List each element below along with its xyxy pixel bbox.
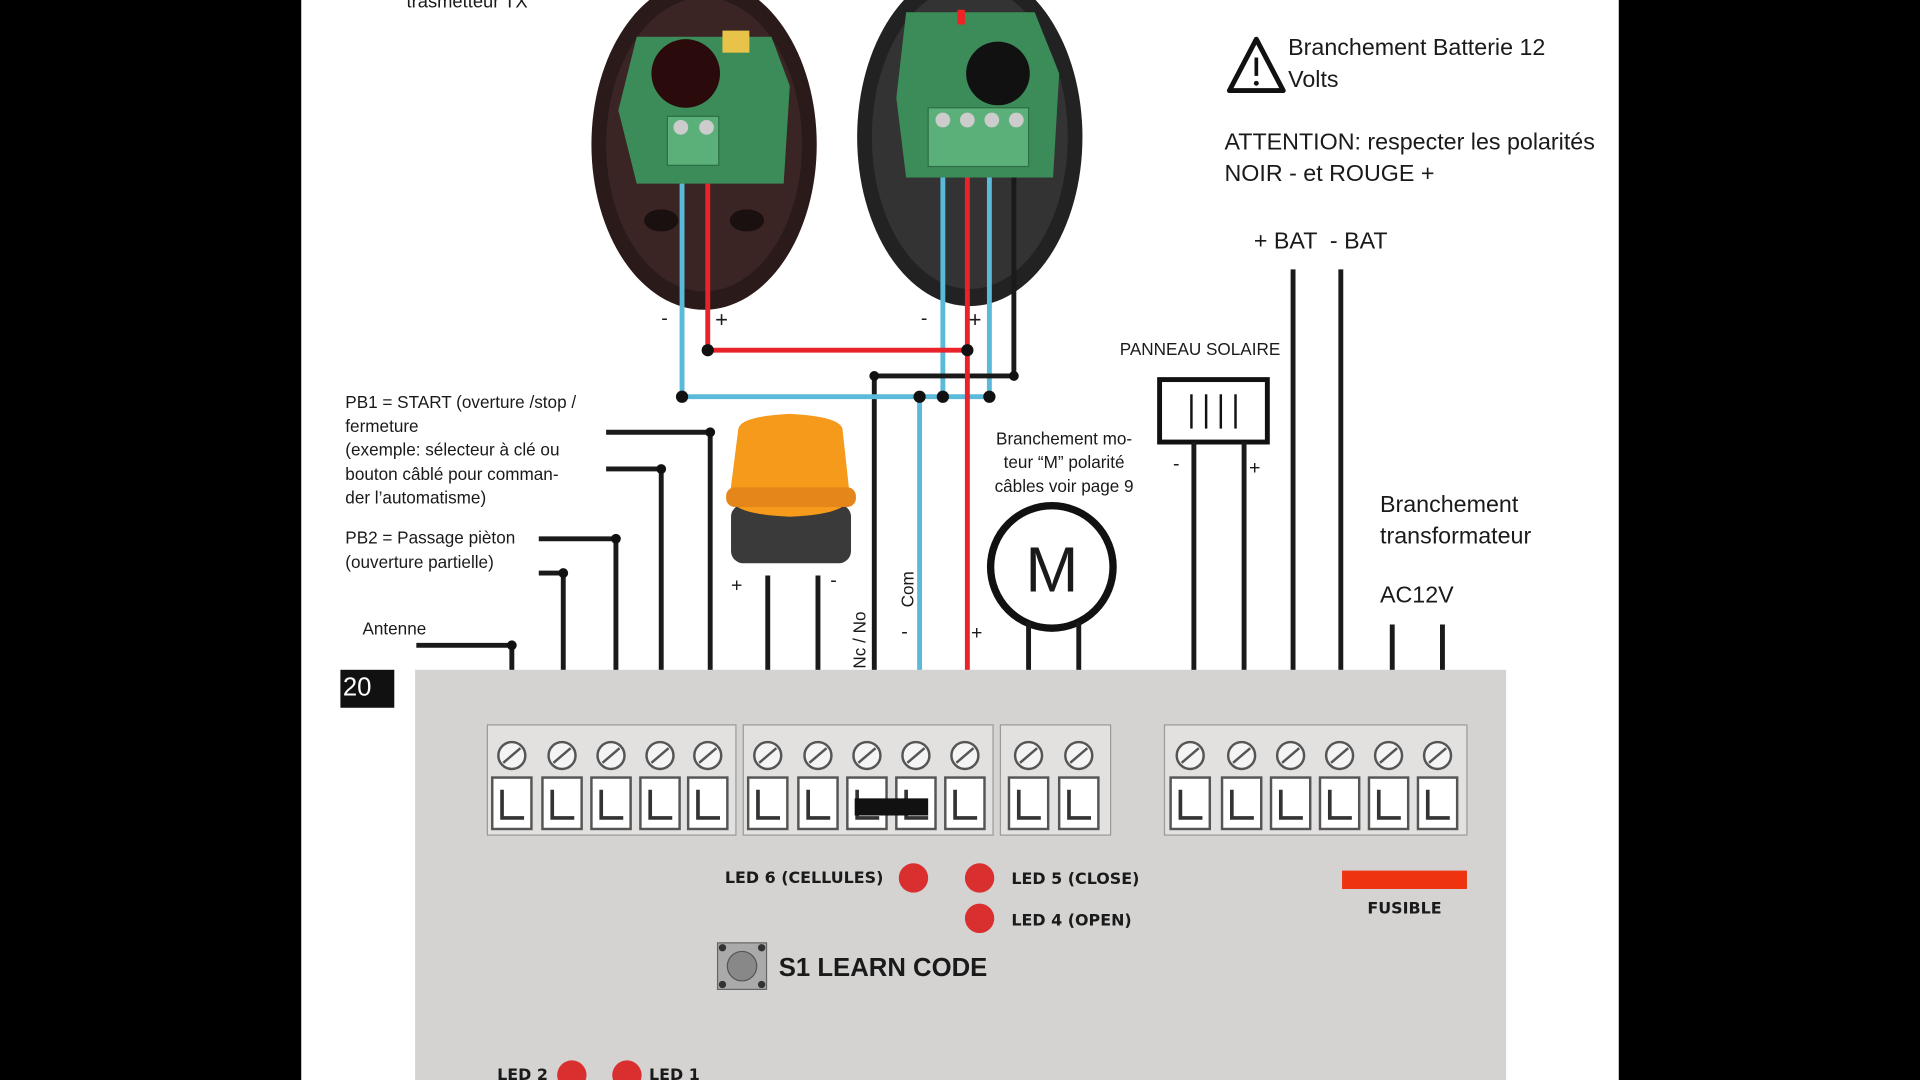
- terminal-screw: [639, 740, 681, 831]
- page-number: 20: [343, 674, 372, 702]
- led6-indicator: [898, 863, 929, 893]
- svg-text:der l’automatisme): der l’automatisme): [345, 487, 486, 507]
- led6-label: LED 6 (CELLULES): [725, 868, 884, 887]
- motor-symbol-letter: M: [1025, 534, 1078, 605]
- terminal-screw: [895, 740, 937, 831]
- rx-plus-label: +: [969, 307, 982, 332]
- solar-panel-symbol: [1157, 377, 1270, 445]
- antenna-label: Antenne: [362, 618, 426, 638]
- led1-label: LED 1: [649, 1065, 700, 1080]
- transformer-label-line1: Branchement: [1380, 491, 1519, 517]
- fuse: [1342, 870, 1467, 889]
- com-plus-label: +: [971, 622, 982, 644]
- com-label: Com: [897, 571, 917, 607]
- motor-label: Branchement mo- teur “M” polarité câbles…: [995, 428, 1134, 496]
- tx-plus-label: +: [715, 307, 728, 332]
- tx-minus-label: -: [661, 307, 668, 329]
- rx-minus-label: -: [921, 307, 928, 329]
- flasher-plus-label: +: [731, 574, 742, 596]
- svg-text:(exemple: sélecteur à clé ou: (exemple: sélecteur à clé ou: [345, 440, 559, 460]
- terminal-screw: [944, 740, 986, 831]
- input-junction-dots: [506, 427, 716, 651]
- flasher-minus-label: -: [830, 570, 837, 592]
- s1-learn-label: S1 LEARN CODE: [779, 954, 988, 982]
- terminal-screw: [1220, 740, 1263, 831]
- battery-attention-line2: NOIR - et ROUGE +: [1224, 160, 1434, 186]
- solar-plus-label: +: [1249, 457, 1260, 479]
- junction-dots: [675, 344, 1019, 403]
- tx-label: trasmetteur TX: [407, 0, 528, 11]
- terminal-block: [999, 724, 1112, 836]
- terminal-screw: [1169, 740, 1212, 831]
- svg-text:câbles voir page 9: câbles voir page 9: [995, 476, 1134, 496]
- warning-triangle-icon: [1226, 36, 1286, 94]
- led2-label: LED 2: [497, 1065, 548, 1080]
- svg-text:PB1 = START (overture /stop /: PB1 = START (overture /stop /: [345, 392, 576, 412]
- led2-indicator: [557, 1060, 587, 1080]
- terminal-screw: [686, 740, 729, 831]
- pb1-label: PB1 = START (overture /stop / fermeture …: [345, 392, 576, 508]
- fuse-label: FUSIBLE: [1367, 898, 1441, 917]
- led5-label: LED 5 (CLOSE): [1011, 869, 1139, 888]
- terminal-block: [742, 724, 994, 836]
- battery-attention-line1: ATTENTION: respecter les polarités: [1224, 128, 1594, 154]
- battery-wiring: [1290, 269, 1344, 725]
- svg-text:fermeture: fermeture: [345, 416, 418, 436]
- battery-title-line2: Volts: [1288, 66, 1338, 92]
- terminal-screw: [541, 740, 583, 831]
- battery-terminals-label: + BAT - BAT: [1254, 228, 1388, 254]
- terminal-blocks: [486, 724, 1468, 836]
- terminal-screw: [590, 740, 632, 831]
- terminal-screw: [1416, 740, 1459, 831]
- led1-indicator: [612, 1060, 642, 1080]
- transformer-label-line2: transformateur: [1380, 523, 1531, 549]
- terminal-screw: [1007, 740, 1050, 831]
- motor-symbol: [986, 502, 1117, 632]
- terminal-screw: [846, 740, 888, 831]
- svg-text:bouton câblé pour comman-: bouton câblé pour comman-: [345, 464, 558, 484]
- led4-label: LED 4 (OPEN): [1011, 911, 1131, 930]
- battery-title-line1: Branchement Batterie 12: [1288, 34, 1545, 60]
- terminal-block: [1163, 724, 1468, 836]
- photocell-wiring: [679, 177, 1017, 725]
- terminal-bridge: [854, 798, 929, 816]
- svg-text:PB2 = Passage pièton: PB2 = Passage pièton: [345, 528, 515, 548]
- terminal-screw: [1367, 740, 1410, 831]
- transformer-voltage-label: AC12V: [1380, 581, 1454, 607]
- photocell-transmitter-image: [591, 0, 817, 310]
- terminal-screw: [491, 740, 533, 831]
- terminal-screw: [1269, 740, 1312, 831]
- flasher-lamp-image: [726, 413, 856, 564]
- pb2-label: PB2 = Passage pièton (ouverture partiell…: [345, 528, 515, 572]
- svg-text:(ouverture partielle): (ouverture partielle): [345, 552, 493, 572]
- nc-no-label: Nc / No: [850, 611, 870, 668]
- svg-text:teur “M” polarité: teur “M” polarité: [1004, 452, 1125, 472]
- page-number-box: [340, 669, 395, 708]
- terminal-screw: [797, 740, 839, 831]
- solar-minus-label: -: [1173, 453, 1180, 475]
- terminal-screw: [1318, 740, 1361, 831]
- terminal-screw: [746, 740, 789, 831]
- terminal-block: [486, 724, 737, 836]
- com-minus-label: -: [901, 621, 908, 643]
- photocell-receiver-image: [857, 0, 1083, 307]
- svg-text:Branchement mo-: Branchement mo-: [996, 428, 1132, 448]
- solar-panel-label: PANNEAU SOLAIRE: [1120, 339, 1281, 359]
- s1-learn-button[interactable]: [716, 942, 768, 990]
- led4-indicator: [964, 903, 995, 934]
- led5-indicator: [964, 863, 995, 893]
- terminal-screw: [1057, 740, 1100, 831]
